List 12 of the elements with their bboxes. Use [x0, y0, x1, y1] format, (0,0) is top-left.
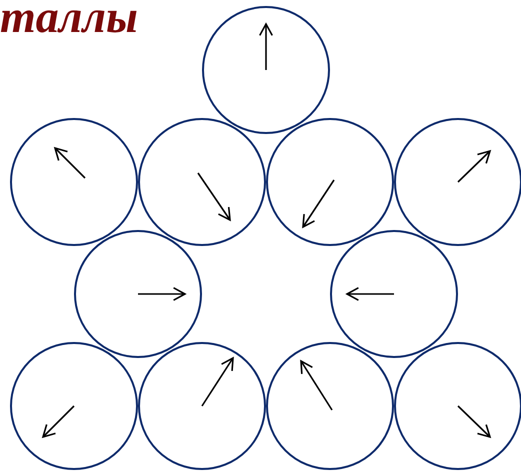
- atom-circle: [394, 342, 521, 470]
- atom-circle: [266, 118, 394, 246]
- atom-circle: [138, 118, 266, 246]
- atom-circle: [330, 230, 458, 358]
- atom-circle: [266, 342, 394, 470]
- title: таллы: [0, 0, 138, 40]
- atom-circle: [74, 230, 202, 358]
- atom-circle: [10, 118, 138, 246]
- atom-circle: [394, 118, 521, 246]
- atom-circle: [138, 342, 266, 470]
- atom-circle: [202, 6, 330, 134]
- atom-circle: [10, 342, 138, 470]
